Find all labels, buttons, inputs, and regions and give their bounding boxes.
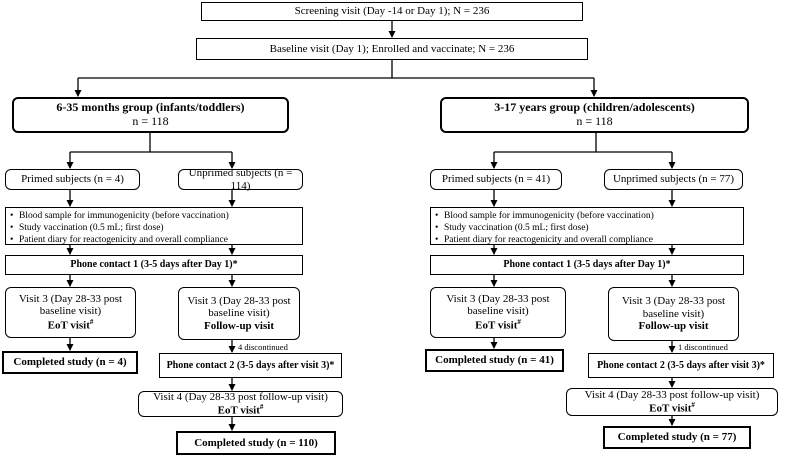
right-primed-visit3-eot: EoT visit# [475,317,521,332]
left-discontinued-note: 4 discontinued [238,342,288,352]
left-visit4-box: Visit 4 (Day 28-33 post follow-up visit)… [138,391,343,417]
left-primed-box: Primed subjects (n = 4) [5,169,140,190]
left-primed-visit3-box: Visit 3 (Day 28-33 post baseline visit) … [5,287,136,338]
right-group-n: n = 118 [576,114,613,128]
left-procedures-list: Blood sample for immunogenicity (before … [5,207,303,245]
left-unprimed-visit3-followup: Follow-up visit [204,319,274,332]
right-discontinued-note: 1 discontinued [678,342,728,352]
right-visit4-eot: EoT visit# [649,401,695,415]
left-visit4-line1: Visit 4 (Day 28-33 post follow-up visit) [153,390,328,403]
right-completed-unprimed-box: Completed study (n = 77) [603,426,751,449]
left-visit4-eot: EoT visit# [217,403,264,417]
left-group-box: 6-35 months group (infants/toddlers) n =… [12,97,289,133]
right-visit4-line1: Visit 4 (Day 28-33 post follow-up visit) [584,388,760,401]
left-procedure-item: Patient diary for reactogenicity and ove… [10,234,298,246]
right-primed-box: Primed subjects (n = 41) [430,169,562,190]
left-group-n: n = 118 [132,114,169,128]
left-primed-label: Primed subjects (n = 4) [21,173,124,186]
right-visit4-box: Visit 4 (Day 28-33 post follow-up visit)… [566,388,778,416]
left-phone-contact-1-label: Phone contact 1 (3-5 days after Day 1)* [70,259,238,271]
left-completed-primed-label: Completed study (n = 4) [13,356,127,369]
left-unprimed-visit3-line1: Visit 3 (Day 28-33 post [187,294,291,307]
right-completed-unprimed-label: Completed study (n = 77) [617,431,737,444]
baseline-visit-box: Baseline visit (Day 1); Enrolled and vac… [196,38,588,60]
left-procedure-item: Blood sample for immunogenicity (before … [10,210,298,222]
screening-visit-box: Screening visit (Day -14 or Day 1); N = … [201,2,583,21]
right-group-box: 3-17 years group (children/adolescents) … [440,97,749,133]
left-completed-unprimed-label: Completed study (n = 110) [194,436,318,449]
right-procedure-item: Study vaccination (0.5 mL; first dose) [435,222,739,234]
right-primed-visit3-box: Visit 3 (Day 28-33 post baseline visit) … [430,287,566,338]
left-unprimed-label: Unprimed subjects (n = 114) [188,166,293,192]
left-procedure-item: Study vaccination (0.5 mL; first dose) [10,222,298,234]
screening-visit-label: Screening visit (Day -14 or Day 1); N = … [294,5,490,18]
right-completed-primed-label: Completed study (n = 41) [435,354,554,367]
right-phone-contact-1: Phone contact 1 (3-5 days after Day 1)* [430,255,744,275]
right-primed-visit3-line2: baseline visit) [467,305,529,318]
left-phone-contact-2: Phone contact 2 (3-5 days after visit 3)… [159,353,342,378]
right-unprimed-visit3-box: Visit 3 (Day 28-33 post baseline visit) … [608,287,739,341]
right-procedure-item: Patient diary for reactogenicity and ove… [435,234,739,246]
right-phone-contact-1-label: Phone contact 1 (3-5 days after Day 1)* [503,259,671,271]
left-unprimed-box: Unprimed subjects (n = 114) [178,166,303,192]
right-group-title: 3-17 years group (children/adolescents) [494,100,695,115]
right-procedures-list: Blood sample for immunogenicity (before … [430,207,744,245]
left-unprimed-visit3-line2: baseline visit) [208,307,270,320]
right-unprimed-visit3-followup: Follow-up visit [638,320,709,333]
baseline-visit-label: Baseline visit (Day 1); Enrolled and vac… [269,42,515,55]
left-unprimed-visit3-box: Visit 3 (Day 28-33 post baseline visit) … [178,287,300,340]
left-completed-primed-box: Completed study (n = 4) [2,351,138,374]
right-unprimed-label: Unprimed subjects (n = 77) [612,173,735,186]
left-completed-unprimed-box: Completed study (n = 110) [176,431,336,455]
right-phone-contact-2: Phone contact 2 (3-5 days after visit 3)… [588,353,774,378]
right-unprimed-visit3-line2: baseline visit) [642,307,705,320]
left-primed-visit3-eot: EoT visit# [47,317,94,332]
right-primed-label: Primed subjects (n = 41) [441,173,551,186]
right-procedure-item: Blood sample for immunogenicity (before … [435,210,739,222]
left-primed-visit3-line1: Visit 3 (Day 28-33 post [18,292,123,305]
left-phone-contact-1: Phone contact 1 (3-5 days after Day 1)* [5,255,303,275]
right-unprimed-visit3-line1: Visit 3 (Day 28-33 post [621,295,726,308]
left-group-title: 6-35 months group (infants/toddlers) [56,100,245,115]
right-phone-contact-2-label: Phone contact 2 (3-5 days after visit 3)… [597,359,765,371]
right-primed-visit3-line1: Visit 3 (Day 28-33 post [446,292,550,305]
left-primed-visit3-line2: baseline visit) [39,305,102,318]
right-unprimed-box: Unprimed subjects (n = 77) [604,169,743,190]
right-completed-primed-box: Completed study (n = 41) [425,349,564,372]
left-phone-contact-2-label: Phone contact 2 (3-5 days after visit 3)… [166,359,335,371]
